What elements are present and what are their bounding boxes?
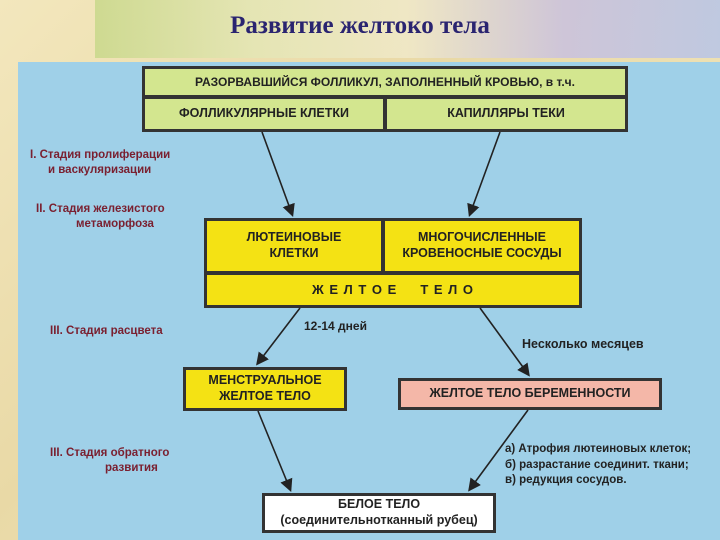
stage-4-label: III. Стадия обратного развития bbox=[50, 446, 169, 476]
duration-months-label: Несколько месяцев bbox=[522, 337, 644, 351]
stage-2-line2: метаморфоза bbox=[76, 217, 154, 230]
duration-days-label: 12-14 дней bbox=[304, 319, 367, 333]
theca-capillaries-box: КАПИЛЛЯРЫ ТЕКИ bbox=[384, 96, 628, 132]
follicular-cells-label: ФОЛЛИКУЛЯРНЫЕ КЛЕТКИ bbox=[178, 106, 349, 121]
arrow-luteum-to-pregnancy bbox=[479, 307, 530, 377]
corpus-luteum-label: Ж Е Л Т О Е Т Е Л О bbox=[311, 281, 475, 297]
ruptured-follicle-label: РАЗОРВАВШИЙСЯ ФОЛЛИКУЛ, ЗАПОЛНЕННЫЙ КРОВ… bbox=[195, 74, 575, 89]
blood-vessels-line2: КРОВЕНОСНЫЕ СОСУДЫ bbox=[402, 246, 562, 260]
corpus-albicans-line1: БЕЛОЕ ТЕЛО bbox=[337, 497, 421, 512]
arrow-theca-to-vessels bbox=[467, 131, 501, 218]
arrow-menstrual-to-albicans bbox=[257, 410, 293, 492]
corpus-albicans-box: БЕЛОЕ ТЕЛО (соединительнотканный рубец) bbox=[262, 493, 496, 533]
stage-4-line1: III. Стадия обратного bbox=[50, 447, 170, 459]
menstrual-corpus-luteum-box: МЕНСТРУАЛЬНОЕ ЖЕЛТОЕ ТЕЛО bbox=[183, 367, 347, 411]
arrow-pregnancy-to-albicans bbox=[468, 409, 529, 492]
stage-4-line2: развития bbox=[105, 461, 158, 474]
pregnancy-corpus-luteum-box: ЖЕЛТОЕ ТЕЛО БЕРЕМЕННОСТИ bbox=[398, 378, 662, 410]
header-banner bbox=[95, 0, 720, 58]
stage-2-label: II. Стадия железистого метаморфоза bbox=[36, 202, 165, 232]
menstrual-line1: МЕНСТРУАЛЬНОЕ bbox=[208, 373, 322, 388]
regression-item-c: в) редукция сосудов. bbox=[505, 474, 627, 487]
stage-2-line1: II. Стадия железистого bbox=[36, 203, 165, 215]
follicular-cells-box: ФОЛЛИКУЛЯРНЫЕ КЛЕТКИ bbox=[142, 96, 386, 132]
arrow-luteum-to-menstrual bbox=[256, 307, 301, 366]
arrow-follicular-to-lutein bbox=[261, 131, 295, 218]
pregnancy-label: ЖЕЛТОЕ ТЕЛО БЕРЕМЕННОСТИ bbox=[429, 386, 631, 401]
slide-title: Развитие желтоко тела bbox=[230, 12, 490, 39]
regression-item-b: б) разрастание соединит. ткани; bbox=[505, 458, 689, 471]
blood-vessels-line1: МНОГОЧИСЛЕННЫЕ bbox=[417, 230, 546, 245]
blood-vessels-box: МНОГОЧИСЛЕННЫЕ КРОВЕНОСНЫЕ СОСУДЫ bbox=[382, 218, 582, 274]
menstrual-line2: ЖЕЛТОЕ ТЕЛО bbox=[219, 389, 311, 403]
corpus-luteum-box: Ж Е Л Т О Е Т Е Л О bbox=[204, 272, 582, 308]
stage-1-line1: I. Стадия пролиферации bbox=[30, 149, 171, 161]
regression-list: а) Атрофия лютеиновых клеток; б) разраст… bbox=[505, 442, 691, 489]
corpus-albicans-line2: (соединительнотканный рубец) bbox=[280, 513, 478, 527]
regression-item-a: а) Атрофия лютеиновых клеток; bbox=[505, 443, 692, 455]
stage-1-label: I. Стадия пролиферации и васкуляризации bbox=[30, 148, 170, 178]
stage-3-label: III. Стадия расцвета bbox=[50, 325, 163, 337]
lutein-cells-box: ЛЮТЕИНОВЫЕ КЛЕТКИ bbox=[204, 218, 384, 274]
lutein-cells-line2: КЛЕТКИ bbox=[269, 246, 319, 260]
ruptured-follicle-box: РАЗОРВАВШИЙСЯ ФОЛЛИКУЛ, ЗАПОЛНЕННЫЙ КРОВ… bbox=[142, 66, 628, 98]
stage-1-line2: и васкуляризации bbox=[48, 163, 152, 176]
theca-capillaries-label: КАПИЛЛЯРЫ ТЕКИ bbox=[447, 106, 565, 121]
lutein-cells-line1: ЛЮТЕИНОВЫЕ bbox=[246, 230, 342, 245]
